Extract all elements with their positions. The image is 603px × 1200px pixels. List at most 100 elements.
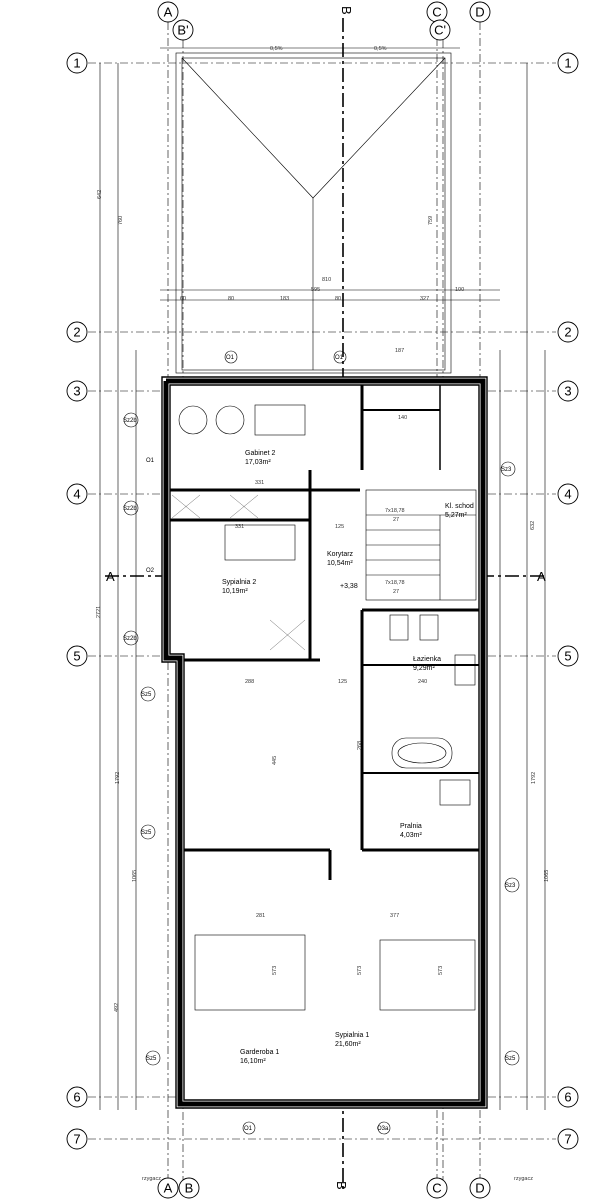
axis-bubble-right-5-label: 6: [564, 1090, 571, 1105]
section-label-b-top: B: [339, 6, 354, 15]
dim-right-low: 1065: [544, 870, 550, 882]
tag-sz2b-3: Sz2b: [123, 636, 137, 642]
footer-note-left: rzygacz: [142, 1176, 161, 1182]
axis-bubble-bottom-1-label: B: [185, 1181, 194, 1196]
axis-bubble-top-3: C': [429, 19, 451, 41]
dim-377: 377: [390, 913, 399, 919]
axis-bubble-right-0: 1: [557, 52, 579, 74]
stairs: [365, 489, 477, 601]
dim-125b: 125: [338, 679, 347, 685]
axis-bubble-bottom-1: B: [178, 1177, 200, 1199]
room-name-sypialnia2: Sypialnia 2: [222, 579, 256, 586]
room-area-gabinet: 17,03m²: [245, 459, 271, 466]
section-label-a-right: A: [537, 569, 546, 584]
room-labels: Gabinet 2 17,03m² Korytarz 10,54m² Kl. s…: [222, 450, 474, 1065]
axis-bubble-bottom-3-label: D: [475, 1181, 484, 1196]
room-area-pralnia: 4,03m²: [400, 832, 422, 839]
axis-bubble-left-6-circle: [66, 1128, 88, 1150]
axis-bubble-right-2-circle: [557, 380, 579, 402]
axis-bubble-right-4-circle: [557, 645, 579, 667]
axis-bubble-left-5-circle: [66, 1086, 88, 1108]
axis-bubble-left-2-label: 3: [73, 384, 80, 399]
axis-bubble-right-3-circle: [557, 483, 579, 505]
axis-bubble-bottom-3: D: [469, 1177, 491, 1199]
axis-bubble-left-2-circle: [66, 380, 88, 402]
axis-bubble-right-0-label: 1: [564, 56, 571, 71]
axis-bubble-top-3-circle: [429, 19, 451, 41]
axis-bubble-top-1-label: B': [177, 23, 188, 38]
axis-bubble-left-3-label: 4: [73, 487, 80, 502]
inner-walls: [170, 385, 479, 880]
tag-sz5-3: Sz5: [146, 1056, 157, 1062]
dim-445: 445: [272, 756, 278, 765]
tags: Sz2b Sz2b Sz2b Sz5 Sz5 Sz5 Sz3 Sz3 Sz5 O…: [123, 350, 520, 1135]
dim-right-top: 632: [530, 521, 536, 530]
dim-187: 187: [395, 348, 404, 354]
axis-bubble-right-4: 5: [557, 645, 579, 667]
axis-bubble-bottom-0: A: [157, 1177, 179, 1199]
dim-760: 760: [118, 216, 124, 225]
axis-bubble-left-4-label: 5: [73, 649, 80, 664]
room-name-korytarz: Korytarz: [327, 551, 354, 558]
terrace-roof: [160, 52, 500, 374]
dim-top-100: 100: [455, 287, 464, 293]
tag-sz5-2: Sz5: [141, 830, 152, 836]
dim-slope-left: 0,5%: [270, 46, 283, 52]
dim-573b: 573: [357, 966, 363, 975]
axis-bubble-top-1: B': [172, 19, 194, 41]
stair-run-upper: 7x18,78: [385, 508, 405, 514]
dim-288: 288: [245, 679, 254, 685]
axis-bubble-right-5-circle: [557, 1086, 579, 1108]
dimension-chains: [99, 47, 546, 1110]
tag-sz2b-2: Sz2b: [123, 506, 137, 512]
axis-bubble-right-2-label: 3: [564, 384, 571, 399]
axis-bubble-right-1-label: 2: [564, 325, 571, 340]
axis-bubble-left-0-label: 1: [73, 56, 80, 71]
axis-bubble-top-4-circle: [469, 1, 491, 23]
room-name-pralnia: Pralnia: [400, 823, 422, 830]
axis-bubble-left-1: 2: [66, 321, 88, 343]
tag-sz2b-1: Sz2b: [123, 418, 137, 424]
axis-bubble-left-3: 4: [66, 483, 88, 505]
dim-top-80a: 80: [228, 296, 234, 302]
axis-bubble-top-2-label: C: [432, 5, 441, 20]
footer-note-right: rzygacz: [514, 1176, 533, 1182]
tag-o1-left: O1: [146, 458, 155, 464]
axis-bubble-left-4-circle: [66, 645, 88, 667]
axis-bubble-bottom-2: C: [426, 1177, 448, 1199]
axis-bubble-left-0-circle: [66, 52, 88, 74]
outer-walls: [161, 376, 488, 1109]
dim-331b: 331: [235, 524, 244, 530]
fixtures: [178, 404, 476, 806]
axis-bubble-right-3-label: 4: [564, 487, 571, 502]
dim-slope-right: 0,5%: [374, 46, 387, 52]
stair-depth-upper: 27: [393, 517, 399, 523]
axis-bubble-bottom-0-circle: [157, 1177, 179, 1199]
beds: [194, 524, 476, 1011]
axis-bubble-left-0: 1: [66, 52, 88, 74]
tag-o3a: O3a: [377, 1126, 389, 1132]
stair-labels: 7x18,78 27 7x18,78 27: [385, 508, 405, 595]
dim-right-mid: 1792: [531, 772, 537, 784]
room-name-lazienka: Łazienka: [413, 656, 441, 663]
axis-bubble-top-4: D: [469, 1, 491, 23]
tag-sz3-1: Sz3: [501, 467, 512, 473]
dim-left-low: 1065: [132, 870, 138, 882]
axis-bubble-left-6-label: 7: [73, 1132, 80, 1147]
dim-331a: 331: [255, 480, 264, 486]
axis-bubble-right-1-circle: [557, 321, 579, 343]
dim-left-overall: 2721: [96, 606, 102, 618]
level-mark: +3,38: [340, 583, 358, 590]
tag-sz3-2: Sz3: [505, 883, 516, 889]
room-name-garderoba: Garderoba 1: [240, 1049, 279, 1056]
section-label-a-left: A: [106, 569, 115, 584]
tag-sz5-4: Sz5: [505, 1056, 516, 1062]
axis-bubble-top-3-label: C': [434, 23, 446, 38]
axis-bubble-right-0-circle: [557, 52, 579, 74]
dim-240: 240: [418, 679, 427, 685]
axis-bubble-right-6: 7: [557, 1128, 579, 1150]
